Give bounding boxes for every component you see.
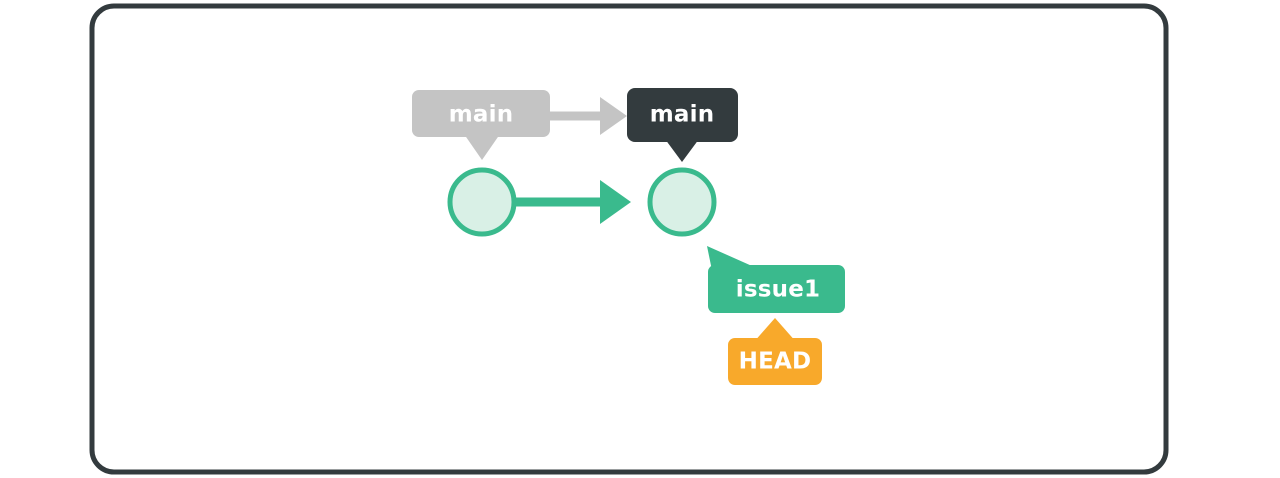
branch-label-main-new-box xyxy=(627,88,738,142)
branch-label-issue1-text: issue1 xyxy=(736,277,820,303)
branch-label-main-old[interactable]: main xyxy=(412,90,550,160)
head-pointer-tail xyxy=(753,318,797,343)
commit-link-arrow xyxy=(514,180,631,224)
commit-link-arrow-shaft xyxy=(514,197,600,207)
branch-label-main-old-box xyxy=(412,90,550,137)
head-pointer-text: HEAD xyxy=(739,349,812,375)
branch-label-main-new-text: main xyxy=(650,102,715,128)
branch-label-issue1[interactable]: issue1 xyxy=(707,246,845,313)
branch-move-arrow-head xyxy=(600,97,627,135)
diagram-frame xyxy=(89,3,1169,475)
branch-label-main-new-tail xyxy=(665,139,699,162)
commit-link-arrow-head xyxy=(600,180,631,224)
branch-label-main-old-text: main xyxy=(449,102,514,128)
branch-label-main-new[interactable]: main xyxy=(627,88,738,162)
branch-label-main-old-tail xyxy=(464,134,500,160)
head-pointer-box xyxy=(728,338,822,385)
head-pointer-label[interactable]: HEAD xyxy=(728,318,822,385)
commit-node-1[interactable] xyxy=(447,167,517,237)
commit-node-2[interactable] xyxy=(647,167,717,237)
branch-move-arrow xyxy=(550,97,627,135)
branch-label-issue1-box xyxy=(708,265,845,313)
branch-move-arrow-shaft xyxy=(550,111,604,121)
